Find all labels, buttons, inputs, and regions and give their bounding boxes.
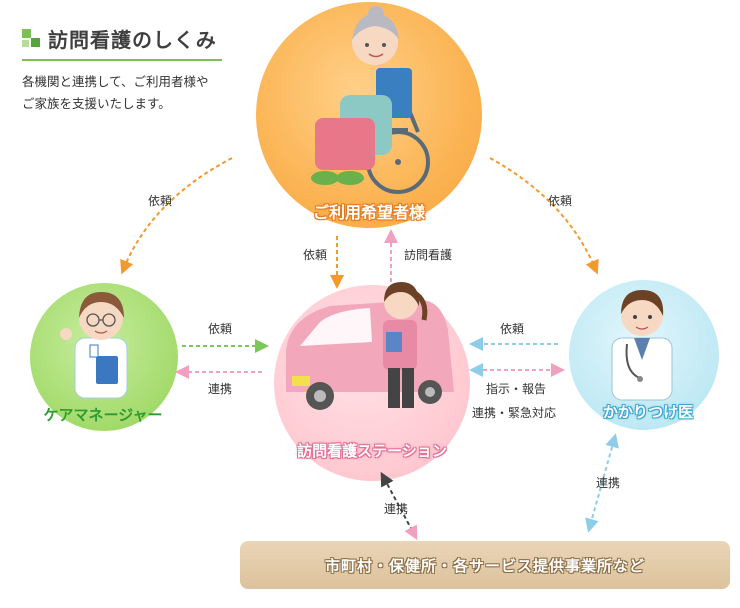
- label-care-manager: ケアマネージャー: [43, 406, 163, 424]
- edge-label-care-to-station: 依頼: [208, 322, 233, 336]
- edge-label-station-doctor-1: 指示・報告: [486, 382, 547, 396]
- edge-label-doctor-bottom: 連携: [596, 476, 621, 490]
- car-nurse-illustration: [286, 282, 454, 410]
- label-doctor: かかりつけ医: [602, 403, 694, 421]
- elderly-wheelchair-illustration: [311, 6, 430, 194]
- doctor-illustration: [611, 290, 673, 401]
- edge-label-station-doctor-2: 連携・緊急対応: [472, 406, 557, 420]
- label-station: 訪問看護ステーション: [297, 442, 447, 460]
- title-row: 訪問看護のしくみ: [22, 24, 232, 53]
- arrow-station-bottom: [380, 471, 418, 541]
- edge-label-doctor-to-station: 依頼: [500, 322, 525, 336]
- description-line-1: 各機関と連携して、ご利用者様や: [22, 74, 209, 89]
- care-manager-illustration: [60, 292, 128, 399]
- edge-label-station-to-user: 訪問看護: [404, 248, 453, 262]
- edge-label-station-bottom: 連携: [384, 502, 409, 516]
- description-line-2: ご家族を支援いたします。: [22, 96, 171, 111]
- arrow-doctor-bottom: [585, 433, 619, 533]
- header: 訪問看護のしくみ 各機関と連携して、ご利用者様や ご家族を支援いたします。: [22, 24, 232, 115]
- title-mark-icon: [22, 28, 42, 49]
- arrow-user-to-doctor: [489, 157, 599, 275]
- bottom-organizations-label: 市町村・保健所・各サービス提供事業所など: [324, 556, 645, 575]
- label-user: ご利用希望者様: [312, 203, 425, 222]
- bottom-organizations-box: 市町村・保健所・各サービス提供事業所など: [240, 541, 730, 589]
- arrow-user-to-care: [120, 157, 233, 275]
- edge-label-station-to-care: 連携: [208, 382, 233, 396]
- edge-label-user-to-station: 依頼: [303, 248, 328, 262]
- edge-label-user-to-doctor: 依頼: [548, 194, 573, 208]
- description: 各機関と連携して、ご利用者様や ご家族を支援いたします。: [22, 71, 232, 115]
- edge-label-user-to-care: 依頼: [148, 194, 173, 208]
- page-title: 訪問看護のしくみ: [48, 28, 217, 52]
- title-underline: [22, 59, 222, 61]
